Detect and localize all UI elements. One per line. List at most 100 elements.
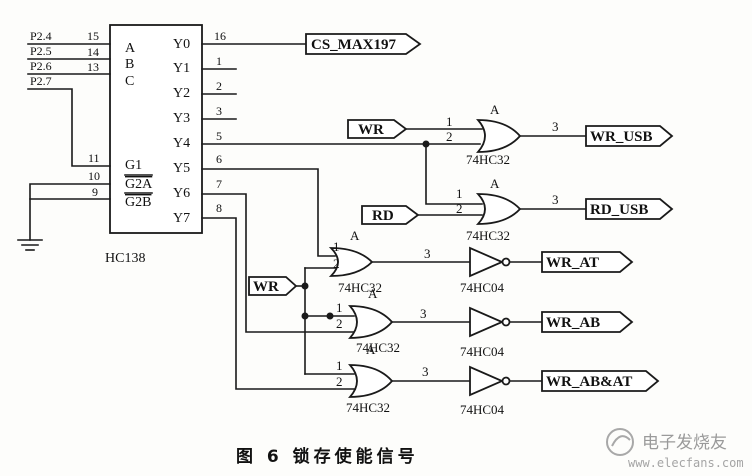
or5-pin2: 2 xyxy=(336,374,343,389)
pin-label-y1: Y1 xyxy=(173,61,190,76)
port-wr-abat xyxy=(541,370,660,392)
wire-y6 xyxy=(201,193,355,333)
wire-g2a-gnd xyxy=(29,183,111,241)
pin-num-10: 10 xyxy=(88,169,100,183)
or4-pin2: 2 xyxy=(336,316,343,331)
or4-pin1: 1 xyxy=(336,300,343,315)
figure-caption: 图 6 锁存使能信号 xyxy=(236,446,419,467)
junction-wr-1 xyxy=(301,282,309,290)
pin-label-c: C xyxy=(125,74,134,89)
pin-label-y6: Y6 xyxy=(173,186,190,201)
wire-y4-to-gate2 xyxy=(425,143,483,205)
signal-p26: P2.6 xyxy=(30,59,52,73)
port-wr-in2-label: WR xyxy=(253,279,279,295)
junction-y4 xyxy=(422,140,430,148)
port-rd-usb-label: RD_USB xyxy=(590,202,648,218)
pin-label-g1: G1 xyxy=(125,158,142,173)
not1-part: 74HC04 xyxy=(460,280,505,295)
or5-part: 74HC32 xyxy=(346,400,390,415)
pin-num-13: 13 xyxy=(87,60,99,74)
pin-label-y4: Y4 xyxy=(173,136,190,151)
or3-unit: A xyxy=(350,228,360,243)
not-gate-ab-bubble xyxy=(501,317,511,327)
not-gate-abat-bubble xyxy=(501,376,511,386)
not3-part: 74HC04 xyxy=(460,402,505,417)
junction-wr-2 xyxy=(301,312,309,320)
pin-label-y7: Y7 xyxy=(173,211,190,226)
or5-pin3: 3 xyxy=(422,364,429,379)
pin-label-y2: Y2 xyxy=(173,86,190,101)
port-rd-in-label: RD xyxy=(372,208,394,224)
or-gate-at xyxy=(328,247,374,277)
or2-pin2: 2 xyxy=(456,201,463,216)
port-wr-ab-label: WR_AB xyxy=(546,315,600,331)
pin-label-y5: Y5 xyxy=(173,161,190,176)
not-gate-ab xyxy=(469,306,505,338)
decoder-part-label: HC138 xyxy=(105,251,145,266)
or4-pin3: 3 xyxy=(420,306,427,321)
or4-unit: A xyxy=(368,286,378,301)
or1-part: 74HC32 xyxy=(466,152,510,167)
pin-num-5: 5 xyxy=(216,129,222,143)
pin-num-9: 9 xyxy=(92,185,98,199)
or3-part: 74HC32 xyxy=(338,280,382,295)
elecfans-watermark: 电子发烧友 www.elecfans.com xyxy=(606,428,744,470)
signal-p27: P2.7 xyxy=(30,74,52,88)
hc138-decoder: A B C G1 G2A G2B Y0 Y1 Y2 Y3 Y4 Y5 Y6 Y7… xyxy=(105,24,203,266)
decoder-input-wires: P2.4 P2.5 P2.6 P2.7 15 14 13 11 10 9 xyxy=(17,29,111,251)
wire-y5 xyxy=(201,168,336,257)
port-cs-max197: CS_MAX197 xyxy=(305,33,422,55)
or3-pin2: 2 xyxy=(333,256,340,271)
or2-pin3: 3 xyxy=(552,192,559,207)
or5-pin1: 1 xyxy=(336,358,343,373)
pin-num-15: 15 xyxy=(87,29,99,43)
latch-logic: WR A 1 2 3 74HC32 A 1 2 3 74HC32 A 1 2 3… xyxy=(248,228,660,417)
pin-label-g2a: G2A xyxy=(125,177,153,192)
pin-num-14: 14 xyxy=(87,45,99,59)
or1-unit: A xyxy=(490,102,500,117)
pin-label-b: B xyxy=(125,57,134,72)
or-gate-rd-usb xyxy=(475,193,522,225)
port-rd-usb xyxy=(585,198,674,220)
pin-num-7: 7 xyxy=(216,177,222,191)
pin-num-16: 16 xyxy=(214,29,226,43)
port-wr-at-label: WR_AT xyxy=(546,255,599,271)
or5-unit: A xyxy=(366,342,376,357)
pin-label-a: A xyxy=(125,41,136,56)
port-wr-usb xyxy=(585,125,674,147)
watermark-logo-icon xyxy=(606,428,634,456)
pin-num-3: 3 xyxy=(216,104,222,118)
port-wr-ab xyxy=(541,311,634,333)
pin-num-11: 11 xyxy=(88,151,100,165)
or2-part: 74HC32 xyxy=(466,228,510,243)
or2-pin1: 1 xyxy=(456,186,463,201)
port-wr-at xyxy=(541,251,634,273)
not-gate-abat xyxy=(469,365,505,397)
port-cs-label: CS_MAX197 xyxy=(311,37,396,53)
or4-part: 74HC32 xyxy=(356,340,400,355)
wire-p27 xyxy=(27,88,111,167)
port-wr-usb-label: WR_USB xyxy=(590,129,653,145)
port-rd-in xyxy=(361,205,420,225)
hc138-body xyxy=(109,24,203,234)
or1-pin2: 2 xyxy=(446,129,453,144)
watermark-url: www.elecfans.com xyxy=(628,456,744,470)
signal-p25: P2.5 xyxy=(30,44,52,58)
port-wr-in-label: WR xyxy=(358,122,384,138)
pin-num-8: 8 xyxy=(216,201,222,215)
not2-part: 74HC04 xyxy=(460,344,505,359)
pin-label-g2b: G2B xyxy=(125,195,151,210)
pin-label-y3: Y3 xyxy=(173,111,190,126)
junction-wr-3 xyxy=(326,312,334,320)
or3-pin1: 1 xyxy=(333,239,340,254)
pin-label-y0: Y0 xyxy=(173,37,190,52)
pin-num-1: 1 xyxy=(216,54,222,68)
not-gate-at xyxy=(469,246,505,278)
usb-logic: WR RD A 1 2 3 74HC32 A 1 2 3 74HC32 WR_U… xyxy=(347,102,674,243)
port-wr-in2 xyxy=(248,276,298,296)
or-gate-wr-usb xyxy=(476,119,522,153)
or-gate-ab xyxy=(348,305,394,339)
port-wr-abat-label: WR_AB&AT xyxy=(546,374,632,390)
